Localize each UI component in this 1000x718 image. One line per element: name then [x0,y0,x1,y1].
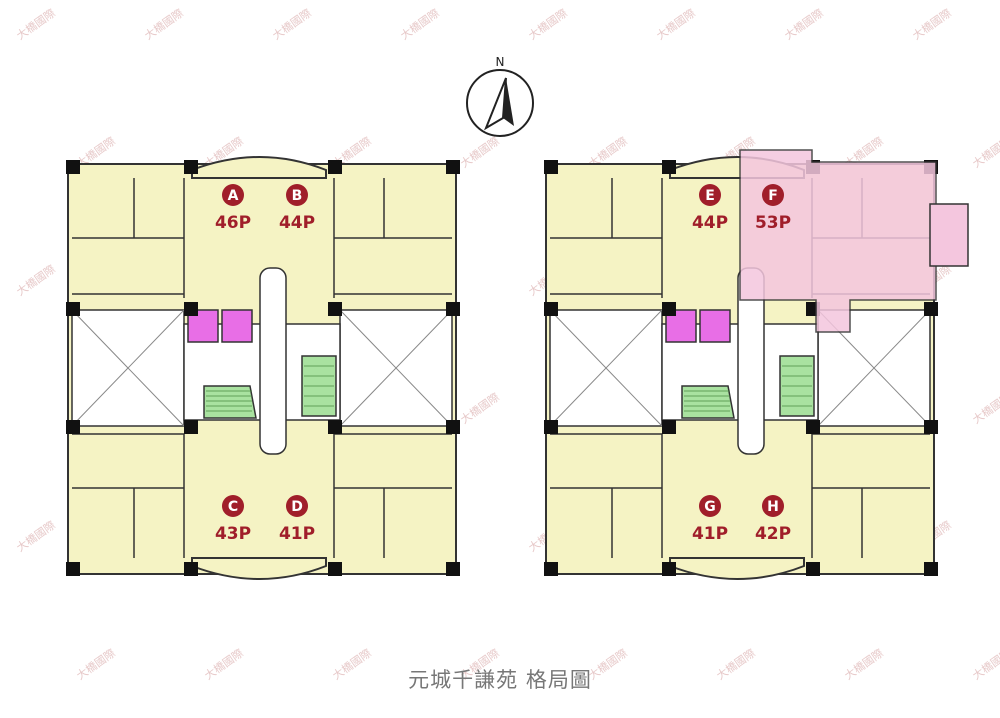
structural-column [662,302,676,316]
structural-column [66,160,80,174]
compass-label: N [496,55,505,69]
structural-column [184,160,198,174]
unit-size: 44P [279,213,315,233]
unit-label-a: A 46P [215,184,251,233]
structural-column [66,562,80,576]
structural-column [544,420,558,434]
structural-column [446,160,460,174]
unit-size: 42P [755,524,791,544]
structural-column [924,302,938,316]
north-compass: N [466,55,534,137]
unit-f-balcony [929,203,969,267]
watermark-text: 大橋國際 [526,6,570,43]
structural-column [544,160,558,174]
unit-label-e: E 44P [692,184,728,233]
unit-letter: B [292,188,303,204]
central-hall [259,267,287,455]
building-right: E 44P F 53P G 41P H 42P [544,149,969,580]
stairwell [203,385,257,419]
unit-badge [699,184,721,206]
plan-caption: 元城千謙苑 格局圖 [408,668,592,692]
watermark-text: 大橋國際 [14,262,58,299]
watermark-text: 大橋國際 [654,6,698,43]
structural-column [328,562,342,576]
structural-column [544,302,558,316]
structural-column [66,302,80,316]
structural-column [328,302,342,316]
unit-label-h: H 42P [755,495,791,544]
structural-column [446,302,460,316]
structural-column [66,420,80,434]
structural-column [806,562,820,576]
bottom-curved-bay [191,557,327,580]
unit-label-c: C 43P [215,495,251,544]
structural-column [662,420,676,434]
unit-badge [286,184,308,206]
elevator [699,309,731,343]
watermark-text: 大橋國際 [398,6,442,43]
stairwell [681,385,735,419]
unit-badge [699,495,721,517]
structural-column [806,420,820,434]
unit-badge [762,495,784,517]
unit-size: 41P [279,524,315,544]
structural-column [328,420,342,434]
unit-letter: C [228,499,238,515]
structural-column [184,302,198,316]
structural-column [924,562,938,576]
unit-badge [222,495,244,517]
structural-column [446,562,460,576]
building-left: A 46P B 44P C 43P D 41P [66,156,460,580]
structural-column [184,420,198,434]
watermark-text: 大橋國際 [782,6,826,43]
unit-letter: D [291,499,303,515]
structural-column [184,562,198,576]
light-well-cross [339,309,453,427]
unit-label-d: D 41P [279,495,315,544]
unit-size: 44P [692,213,728,233]
watermark-text: 大橋國際 [142,6,186,43]
unit-size: 53P [755,213,791,233]
light-well-cross [549,309,663,427]
unit-badge [762,184,784,206]
unit-letter: G [704,499,716,515]
structural-column [328,160,342,174]
unit-label-f: F 53P [755,184,791,233]
unit-f-highlight [739,149,937,333]
unit-letter: E [705,188,715,204]
light-well-cross [71,309,185,427]
unit-label-g: G 41P [692,495,728,544]
unit-badge [286,495,308,517]
unit-badge [222,184,244,206]
unit-size: 46P [215,213,251,233]
unit-letter: H [767,499,779,515]
watermark-text: 大橋國際 [970,134,1000,171]
watermark-text: 大橋國際 [970,390,1000,427]
structural-column [662,562,676,576]
unit-label-b: B 44P [279,184,315,233]
elevator [221,309,253,343]
unit-letter: A [228,188,239,204]
bottom-curved-bay [669,557,805,580]
watermark-text: 大橋國際 [14,6,58,43]
light-well-cross [817,309,931,427]
top-curved-bay [191,156,327,179]
watermark-text: 大橋國際 [910,6,954,43]
unit-size: 41P [692,524,728,544]
watermark-text: 大橋國際 [458,390,502,427]
watermark-text: 大橋國際 [458,134,502,171]
unit-size: 43P [215,524,251,544]
watermark-text: 大橋國際 [14,518,58,555]
compass-needle-dark [503,78,514,126]
structural-column [446,420,460,434]
structural-column [544,562,558,576]
structural-column [924,420,938,434]
unit-letter: F [768,188,778,204]
watermark-text: 大橋國際 [270,6,314,43]
structural-column [662,160,676,174]
